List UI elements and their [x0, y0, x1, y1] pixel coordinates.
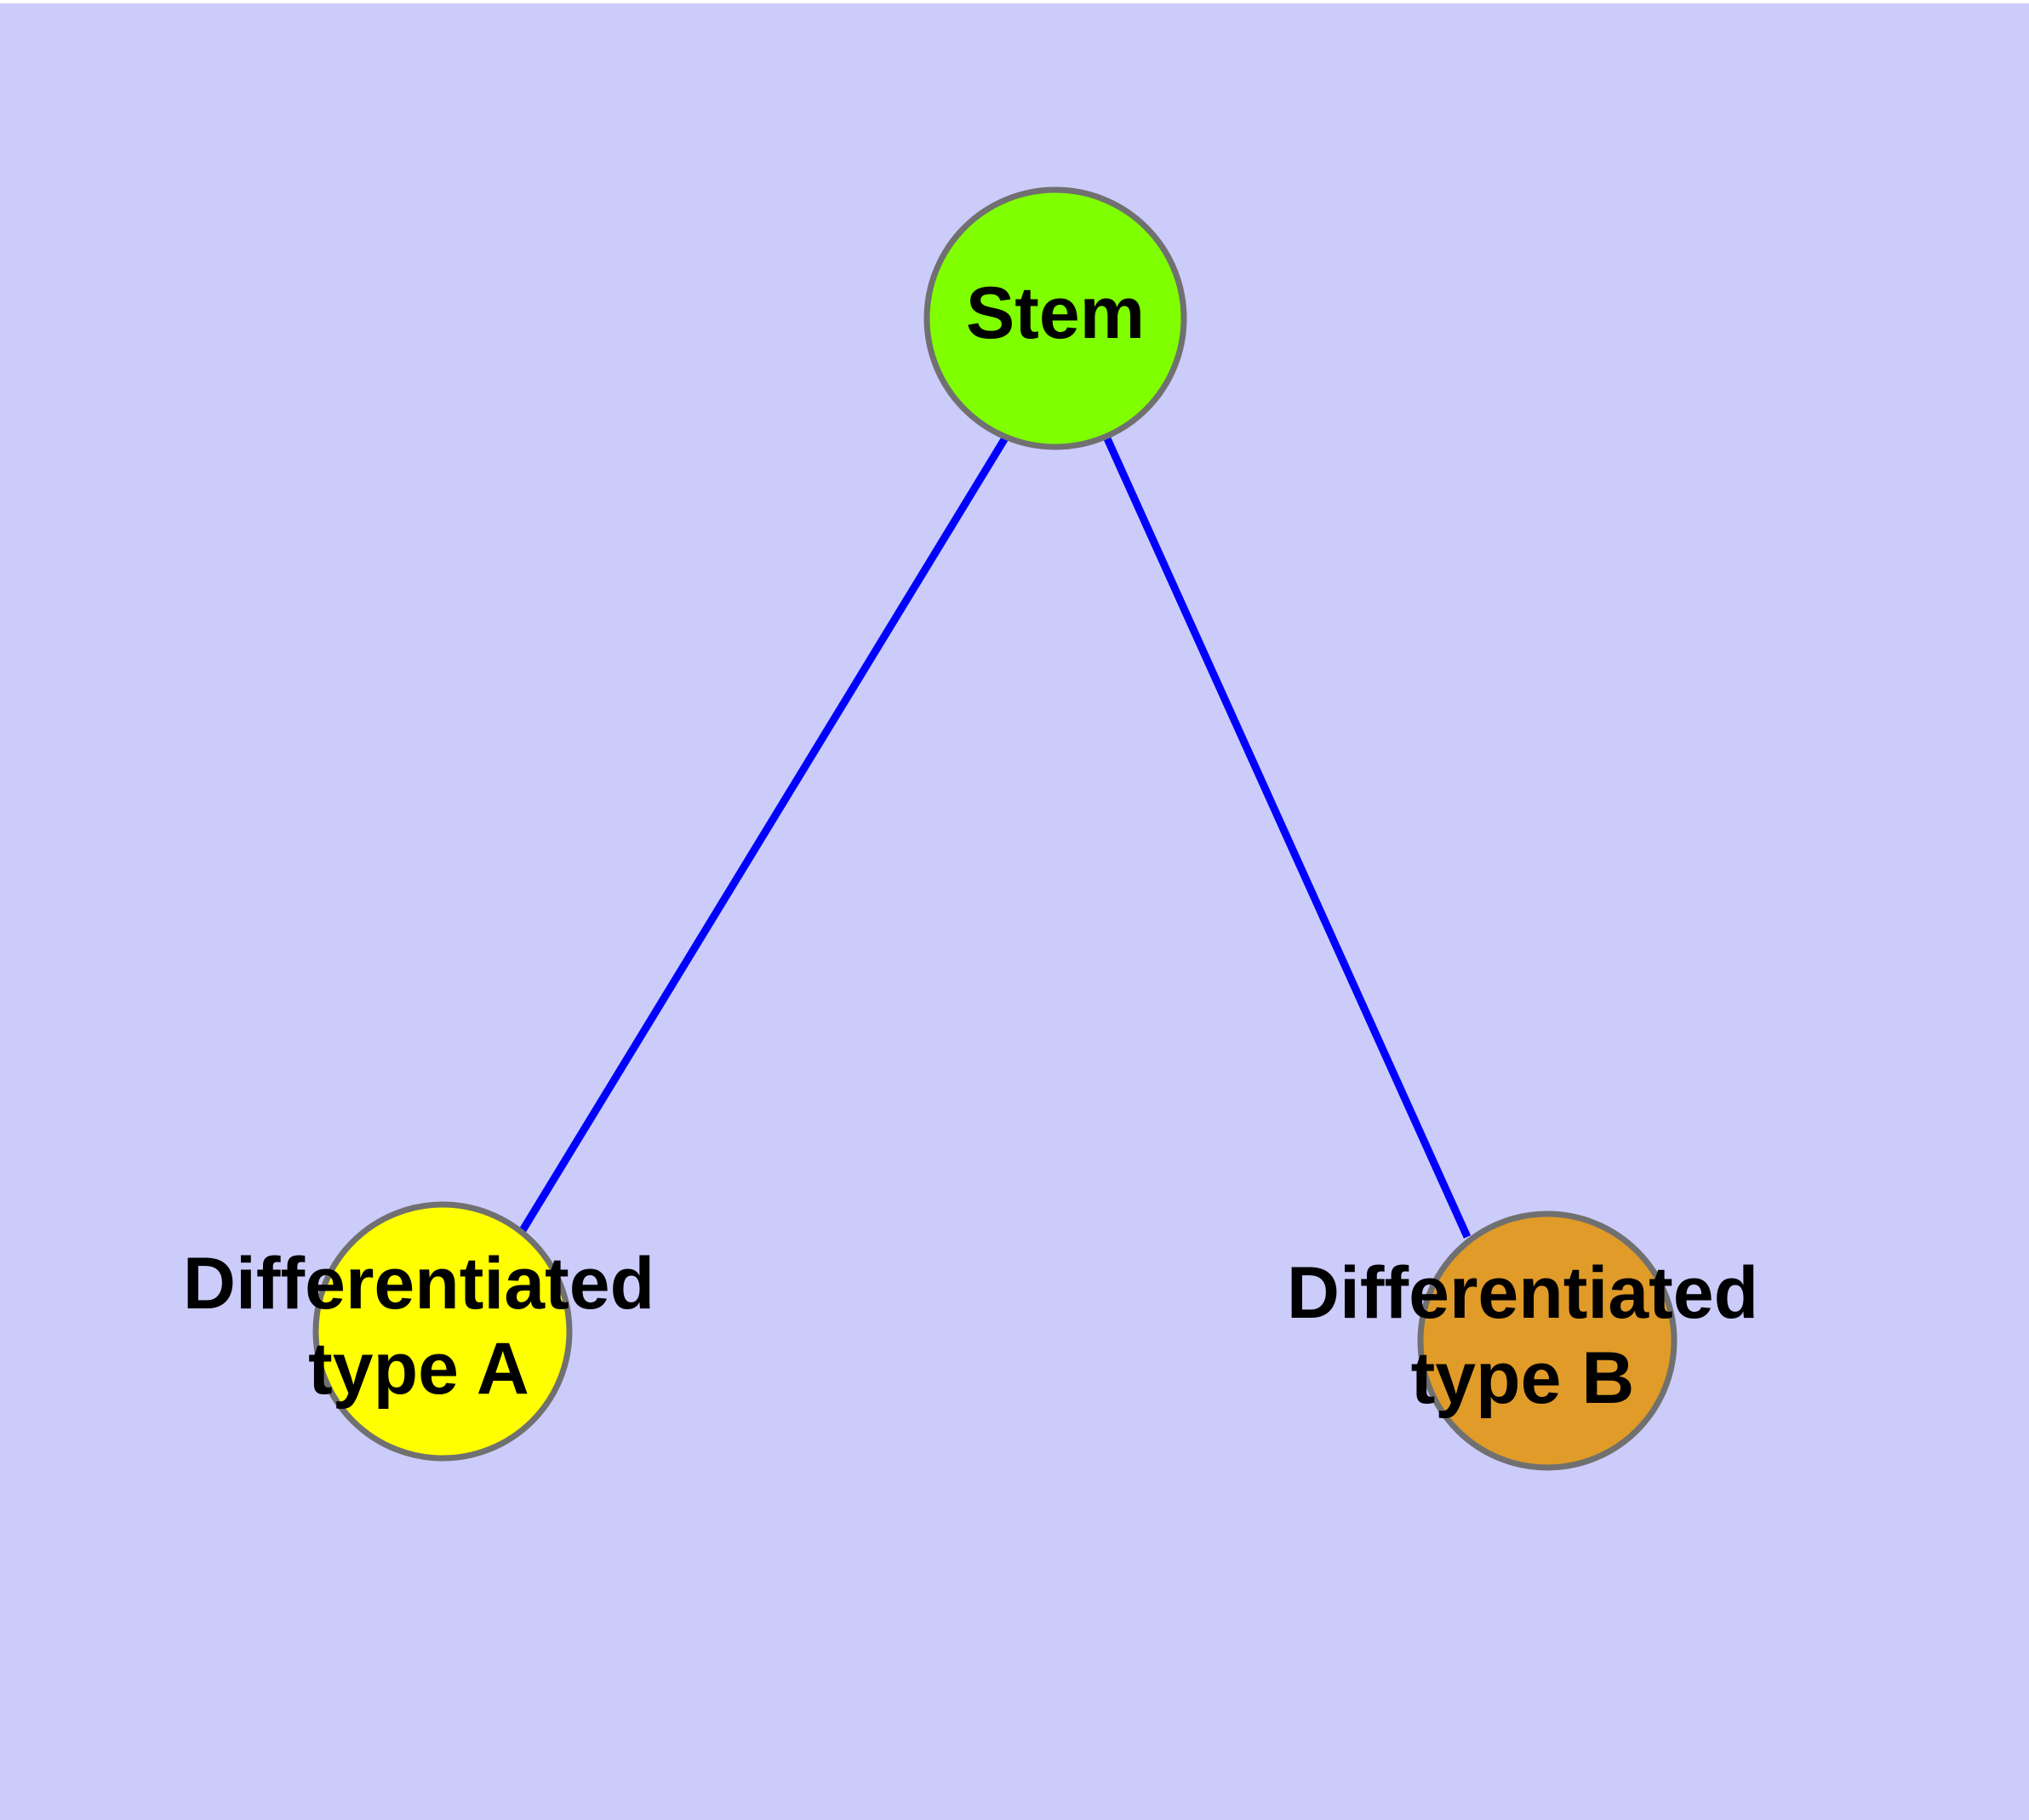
edge-stem-to-differentiated-b[interactable] [1102, 435, 1472, 1239]
label-line: type A [308, 1328, 529, 1410]
edges-group [518, 434, 1472, 1239]
node-stem-circle[interactable] [923, 186, 1187, 450]
top-white-strip [0, 0, 2029, 3]
node-differentiated-type-a-circle[interactable] [312, 1201, 573, 1462]
edge-stem-to-differentiated-a[interactable] [518, 434, 1009, 1234]
node-differentiated-type-b-circle[interactable] [1417, 1210, 1677, 1471]
label-line: Differentiated [183, 1243, 654, 1325]
label-line: type B [1411, 1337, 1635, 1419]
node-stem-label: Stem [966, 272, 1145, 354]
label-line: Stem [966, 272, 1145, 354]
nodes-group [312, 186, 1677, 1471]
label-line: Differentiated [1287, 1252, 1758, 1334]
